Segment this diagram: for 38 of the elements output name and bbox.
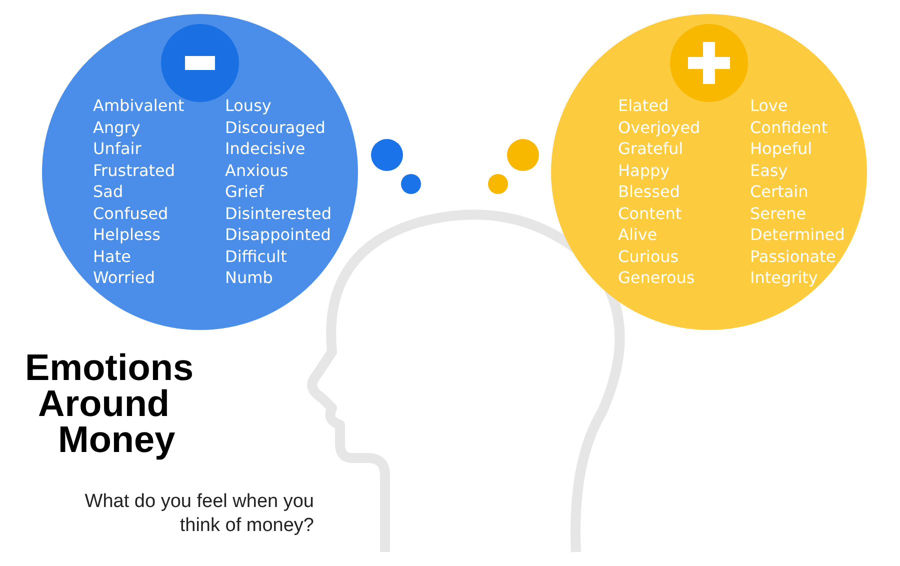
emotion-word: Difficult	[225, 246, 288, 267]
emotion-word: Elated	[618, 95, 670, 116]
emotion-word: Easy	[750, 160, 789, 181]
emotion-word: Content	[618, 202, 683, 224]
emotion-word: Numb	[225, 267, 274, 288]
emotion-word: Ambivalent	[93, 95, 186, 116]
emotion-word: Passionate	[750, 246, 837, 267]
emotion-word: Grateful	[618, 138, 684, 160]
emotion-word: Hate	[93, 246, 132, 267]
emotion-word: Helpless	[93, 224, 162, 246]
emotion-word: Serene	[750, 202, 808, 224]
emotion-word: Frustrated	[93, 160, 176, 181]
emotion-word: Sad	[93, 181, 124, 202]
caption: What do you feel when you think of money?	[84, 490, 314, 538]
emotion-word: Certain	[750, 181, 810, 202]
emotion-word: Generous	[618, 267, 696, 288]
emotion-word: Worried	[93, 267, 156, 288]
emotion-word: Lousy	[225, 95, 272, 116]
emotion-word: Indecisive	[225, 138, 306, 160]
emotion-word: Alive	[618, 224, 658, 246]
emotion-word: Unfair	[93, 138, 142, 160]
emotion-word: Blessed	[618, 181, 681, 202]
emotion-word: Love	[750, 95, 789, 116]
emotion-word: Confident	[750, 116, 829, 138]
emotion-word: Disappointed	[225, 224, 332, 246]
emotion-word: Happy	[618, 160, 671, 181]
emotion-word: Angry	[93, 116, 142, 138]
emotion-word: Hopeful	[750, 138, 814, 160]
emotion-word: Determined	[750, 224, 846, 246]
emotion-word: Integrity	[750, 267, 819, 288]
emotion-word: Discouraged	[225, 116, 326, 138]
emotion-word: Overjoyed	[618, 116, 702, 138]
emotion-word: Disinterested	[225, 202, 332, 224]
emotion-word: Anxious	[225, 160, 290, 181]
title: Emotions Around Money	[25, 350, 194, 458]
emotion-word: Grief	[225, 181, 266, 202]
emotion-word: Confused	[93, 202, 170, 224]
emotion-word: Curious	[618, 246, 680, 267]
